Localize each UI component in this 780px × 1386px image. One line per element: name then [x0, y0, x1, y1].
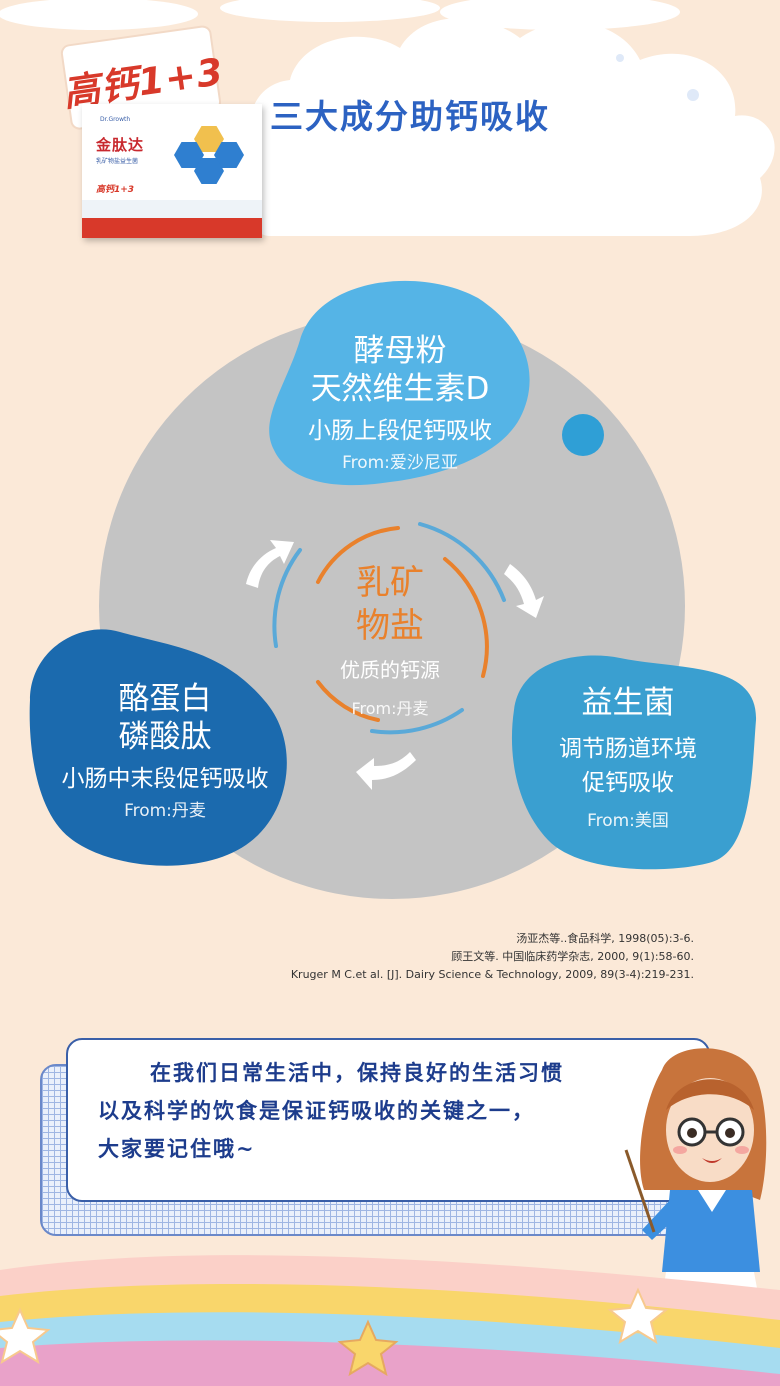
casein-title1: 酪蛋白: [118, 681, 212, 717]
probiotic-from: From:美国: [587, 811, 669, 831]
references: 汤亚杰等..食品科学, 1998(05):3-6. 顾王文等. 中国临床药学杂志…: [291, 930, 694, 984]
product-package-image: Dr.Growth 金肽达 乳矿物盐益生菌 高钙1+3: [82, 104, 262, 238]
casein-title2: 磷酸肽: [118, 719, 212, 755]
yeast-title2: 天然维生素D: [310, 371, 490, 407]
note-line: 以及科学的饮食是保证钙吸收的关键之一，: [98, 1098, 535, 1123]
center-title2: 物盐: [356, 606, 424, 646]
page-title: 三大成分助钙吸收: [270, 97, 550, 136]
reference-item: 顾王文等. 中国临床药学杂志, 2000, 9(1):58-60.: [451, 950, 694, 963]
product-milk-band: [82, 200, 262, 218]
reference-item: 汤亚杰等..食品科学, 1998(05):3-6.: [516, 932, 694, 945]
probiotic-title1: 益生菌: [581, 685, 675, 721]
casein-from: From:丹麦: [124, 801, 206, 821]
center-desc: 优质的钙源: [340, 658, 440, 682]
header-cloud: [0, 0, 775, 236]
product-logo: 高钙1+3: [96, 185, 135, 195]
note-text: 在我们日常生活中，保持良好的生活习惯 以及科学的饮食是保证钙吸收的关键之一， 大…: [98, 1054, 678, 1168]
product-name: 金肽达: [96, 136, 145, 154]
center-from: From:丹麦: [351, 699, 429, 718]
rainbow-footer: [0, 1255, 780, 1386]
probiotic-desc2: 促钙吸收: [582, 770, 674, 796]
star-icon: [607, 1287, 669, 1345]
product-red-band: [82, 218, 262, 238]
yeast-from: From:爱沙尼亚: [342, 453, 458, 473]
decor-dot: [562, 414, 604, 456]
casein-label: 酪蛋白 磷酸肽 小肠中末段促钙吸收 From:丹麦: [40, 680, 290, 822]
note-line: 大家要记住哦~: [98, 1136, 256, 1161]
probiotic-blob: [511, 655, 757, 870]
yeast-title1: 酵母粉: [353, 333, 447, 369]
casein-blob: [29, 629, 287, 866]
product-brand: Dr.Growth: [100, 116, 131, 123]
center-label: 乳矿 物盐 优质的钙源 From:丹麦: [290, 562, 490, 719]
probiotic-desc1: 调节肠道环境: [559, 736, 697, 762]
probiotic-label: 益生菌 调节肠道环境 促钙吸收 From:美国: [528, 684, 728, 832]
yeast-blob: [269, 280, 530, 486]
star-icon: [0, 1307, 51, 1365]
ingredient-diagram: [29, 280, 757, 899]
center-title1: 乳矿: [356, 563, 424, 603]
note-line: 在我们日常生活中，保持良好的生活习惯: [150, 1060, 564, 1085]
star-icon: [337, 1319, 399, 1377]
arrow-icon: [246, 540, 544, 790]
casein-desc: 小肠中末段促钙吸收: [61, 766, 269, 792]
product-subtitle: 乳矿物盐益生菌: [96, 158, 139, 165]
yeast-desc: 小肠上段促钙吸收: [308, 418, 492, 444]
note-card: [66, 1038, 710, 1202]
reference-item: Kruger M C.et al. [J]. Dairy Science & T…: [290, 968, 694, 981]
yeast-label: 酵母粉 天然维生素D 小肠上段促钙吸收 From:爱沙尼亚: [290, 332, 510, 474]
